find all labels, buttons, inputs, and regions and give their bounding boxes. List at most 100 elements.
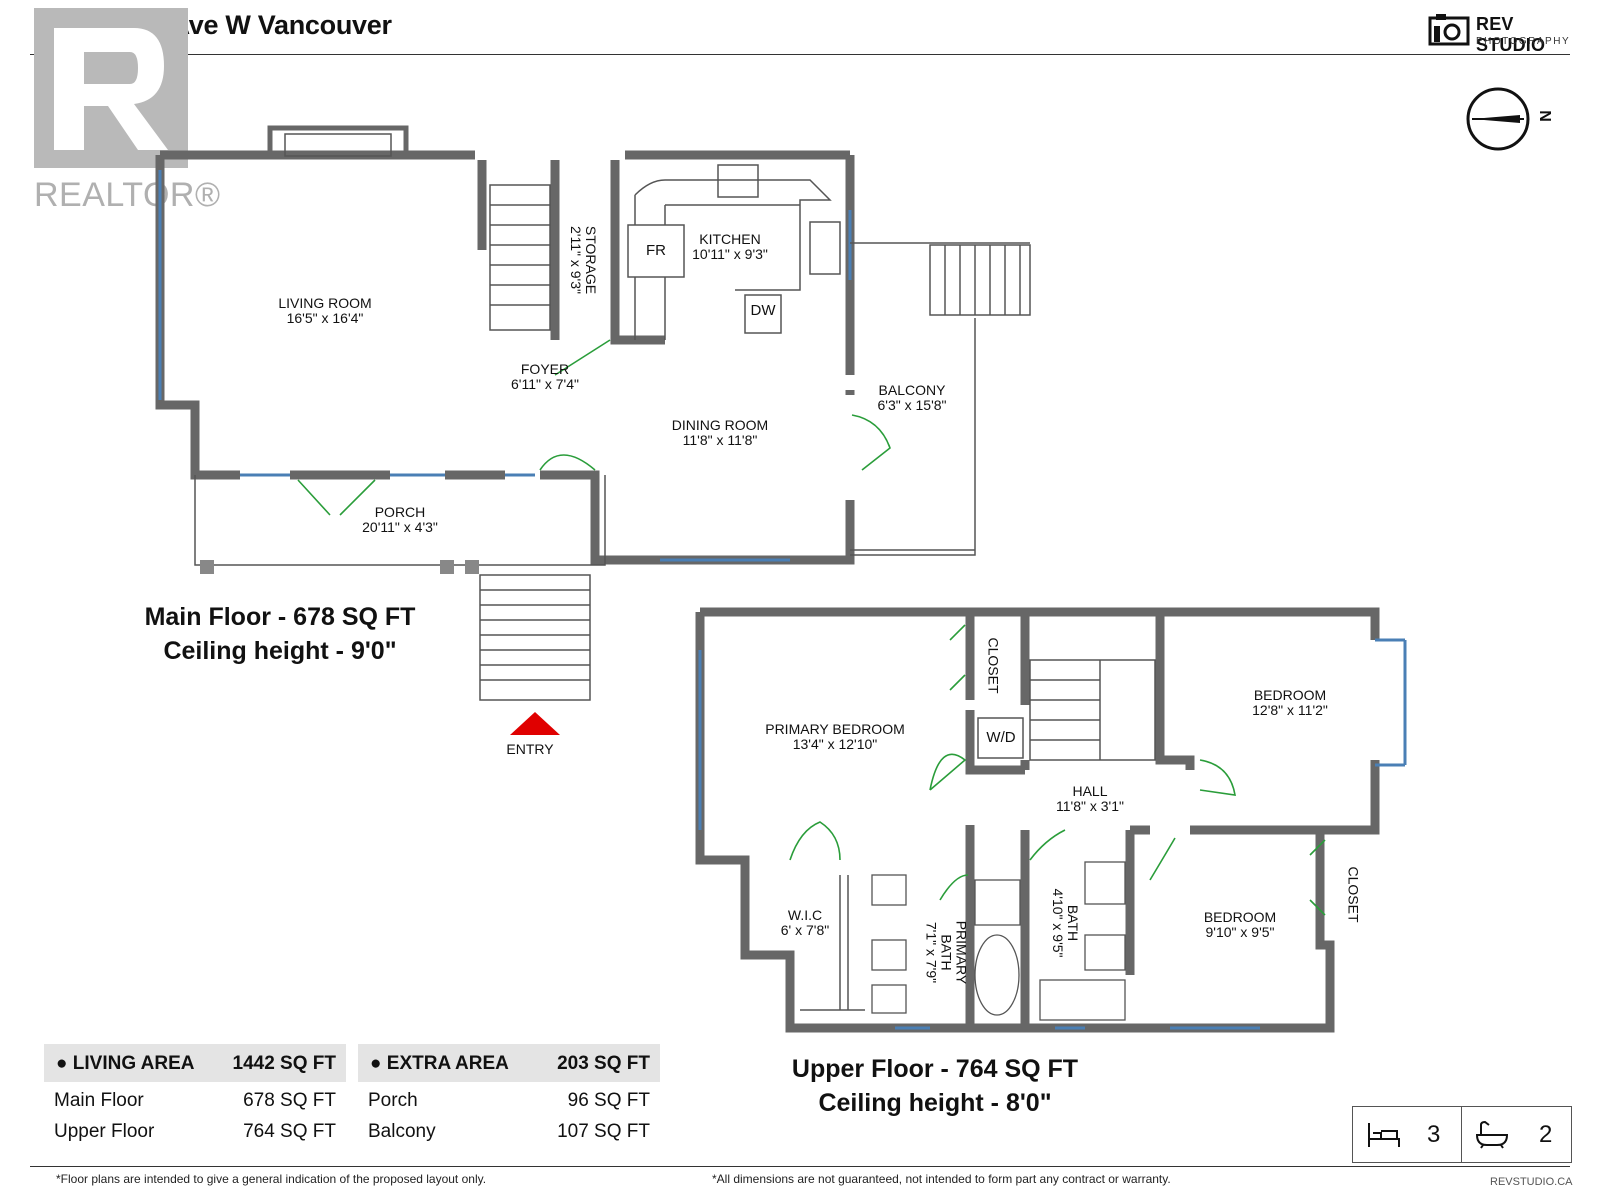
header-divider xyxy=(30,54,1570,55)
extra-area-total: 203 SQ FT xyxy=(557,1053,650,1074)
compass-icon xyxy=(1466,87,1530,151)
closet-1: CLOSET xyxy=(985,637,1002,694)
room-living-dim: 16'5" x 16'4" xyxy=(286,310,364,326)
room-wic: W.I.C 6' x 7'8" xyxy=(770,908,840,938)
brand-name: REV STUDIO xyxy=(1476,14,1546,55)
appliance-dw: DW xyxy=(750,302,776,319)
room-bath-name: BATH xyxy=(1065,904,1081,942)
table-row: Balcony 107 SQ FT xyxy=(358,1121,660,1151)
camera-icon xyxy=(1428,14,1470,46)
room-foyer: FOYER 6'11" x 7'4" xyxy=(495,362,595,392)
room-hall: HALL 11'8" x 3'1" xyxy=(1040,784,1140,814)
extra-row-value: 96 SQ FT xyxy=(567,1090,650,1111)
bed-bath-summary: 3 2 xyxy=(1352,1106,1572,1163)
table-row: Upper Floor 764 SQ FT xyxy=(44,1121,346,1151)
room-dining-dim: 11'8" x 11'8" xyxy=(682,432,758,448)
living-area-total: 1442 SQ FT xyxy=(232,1053,337,1074)
room-hall-name: HALL xyxy=(1072,783,1108,799)
room-porch-dim: 20'11" x 4'3" xyxy=(362,519,438,535)
living-row-value: 678 SQ FT xyxy=(243,1090,336,1111)
appliance-fr: FR xyxy=(646,242,666,259)
room-dining-name: DINING ROOM xyxy=(671,417,769,433)
room-pbath-dim: 7'1" x 7'9" xyxy=(923,921,940,984)
main-floor-ceiling: Ceiling height - 9'0" xyxy=(163,637,397,665)
room-living: LIVING ROOM 16'5" x 16'4" xyxy=(255,296,395,326)
room-pbath-name: PRIMARY BATH xyxy=(938,920,970,985)
main-floor-plan xyxy=(155,125,1031,735)
room-kitchen-name: KITCHEN xyxy=(699,231,761,247)
entry-marker-icon xyxy=(510,712,560,735)
bed-icon xyxy=(1368,1123,1400,1147)
closet-2: CLOSET xyxy=(1345,866,1362,923)
room-bed1-name: BEDROOM xyxy=(1253,687,1327,703)
room-storage-dim: 2'11" x 9'3" xyxy=(568,226,584,294)
upper-floor-area: Upper Floor - 764 SQ FT xyxy=(791,1055,1079,1083)
entry-label: ENTRY xyxy=(506,741,554,757)
extra-row-label: Porch xyxy=(368,1090,418,1111)
room-primary-dim: 13'4" x 12'10" xyxy=(792,736,878,752)
upper-floor-plan xyxy=(695,607,1407,1033)
extra-area-title-text: EXTRA AREA xyxy=(386,1053,509,1074)
realtor-r-icon xyxy=(54,28,168,150)
room-balcony-name: BALCONY xyxy=(878,382,946,398)
room-foyer-name: FOYER xyxy=(520,361,570,377)
extra-row-value: 107 SQ FT xyxy=(557,1121,650,1142)
room-porch: PORCH 20'11" x 4'3" xyxy=(350,505,450,535)
realtor-logo-box xyxy=(34,8,188,168)
main-floor-annotation: Main Floor - 678 SQ FT Ceiling height - … xyxy=(130,600,430,668)
living-area-title-text: LIVING AREA xyxy=(72,1053,195,1074)
brand-url: REVSTUDIO.CA xyxy=(1490,1176,1573,1188)
footnote-right: *All dimensions are not guaranteed, not … xyxy=(712,1172,1171,1186)
realtor-watermark: REALTOR® xyxy=(34,8,220,214)
living-row-label: Main Floor xyxy=(54,1090,144,1111)
room-bed1-dim: 12'8" x 11'2" xyxy=(1252,702,1328,718)
bathroom-count: 2 xyxy=(1539,1121,1553,1148)
living-row-label: Upper Floor xyxy=(54,1121,155,1142)
room-kitchen: KITCHEN 10'11" x 9'3" xyxy=(680,232,780,262)
room-bedroom-2: BEDROOM 9'10" x 9'5" xyxy=(1185,910,1295,940)
extra-area-title: ● EXTRA AREA xyxy=(370,1053,509,1074)
room-wic-name: W.I.C xyxy=(787,907,823,923)
laundry-wd: W/D xyxy=(986,729,1016,746)
main-floor-area: Main Floor - 678 SQ FT xyxy=(144,603,416,631)
footer-divider xyxy=(30,1166,1570,1167)
room-foyer-dim: 6'11" x 7'4" xyxy=(511,376,579,392)
room-wic-dim: 6' x 7'8" xyxy=(780,922,830,938)
upper-floor-annotation: Upper Floor - 764 SQ FT Ceiling height -… xyxy=(780,1052,1090,1120)
table-row: Main Floor 678 SQ FT xyxy=(44,1090,346,1120)
living-area-header: ● LIVING AREA 1442 SQ FT xyxy=(44,1044,346,1082)
room-bed2-dim: 9'10" x 9'5" xyxy=(1205,924,1275,940)
room-storage: STORAGE 2'11" x 9'3" xyxy=(568,205,599,315)
room-primary-name: PRIMARY BEDROOM xyxy=(765,721,905,737)
room-bed2-name: BEDROOM xyxy=(1203,909,1277,925)
room-storage-name: STORAGE xyxy=(583,225,599,295)
extra-row-label: Balcony xyxy=(368,1121,436,1142)
compass: N xyxy=(1464,85,1564,155)
bathtub-icon xyxy=(1475,1121,1509,1149)
room-balcony-dim: 6'3" x 15'8" xyxy=(877,397,947,413)
realtor-text: REALTOR® xyxy=(34,176,221,214)
room-bath: BATH 4'10" x 9'5" xyxy=(1050,878,1081,968)
brand-tagline: PHOTOGRAPHY xyxy=(1476,36,1571,47)
living-area-table: ● LIVING AREA 1442 SQ FT Main Floor 678 … xyxy=(44,1044,346,1154)
extra-area-header: ● EXTRA AREA 203 SQ FT xyxy=(358,1044,660,1082)
brand-logo: REV STUDIO PHOTOGRAPHY xyxy=(1428,8,1578,55)
room-kitchen-dim: 10'11" x 9'3" xyxy=(692,246,768,262)
room-hall-dim: 11'8" x 3'1" xyxy=(1056,798,1124,814)
room-primary-bedroom: PRIMARY BEDROOM 13'4" x 12'10" xyxy=(755,722,915,752)
bedroom-count: 3 xyxy=(1427,1121,1441,1148)
footnote-left: *Floor plans are intended to give a gene… xyxy=(56,1172,487,1186)
room-bedroom-1: BEDROOM 12'8" x 11'2" xyxy=(1230,688,1350,718)
extra-area-table: ● EXTRA AREA 203 SQ FT Porch 96 SQ FT Ba… xyxy=(358,1044,660,1154)
summary-divider xyxy=(1461,1107,1462,1162)
living-area-title: ● LIVING AREA xyxy=(56,1053,195,1074)
room-balcony: BALCONY 6'3" x 15'8" xyxy=(862,383,962,413)
room-bath-dim: 4'10" x 9'5" xyxy=(1050,888,1066,958)
room-dining: DINING ROOM 11'8" x 11'8" xyxy=(660,418,780,448)
room-primary-bath: PRIMARY BATH 7'1" x 7'9" xyxy=(923,903,970,1003)
room-living-name: LIVING ROOM xyxy=(278,295,372,311)
table-row: Porch 96 SQ FT xyxy=(358,1090,660,1120)
living-row-value: 764 SQ FT xyxy=(243,1121,336,1142)
upper-floor-ceiling: Ceiling height - 8'0" xyxy=(818,1089,1052,1117)
